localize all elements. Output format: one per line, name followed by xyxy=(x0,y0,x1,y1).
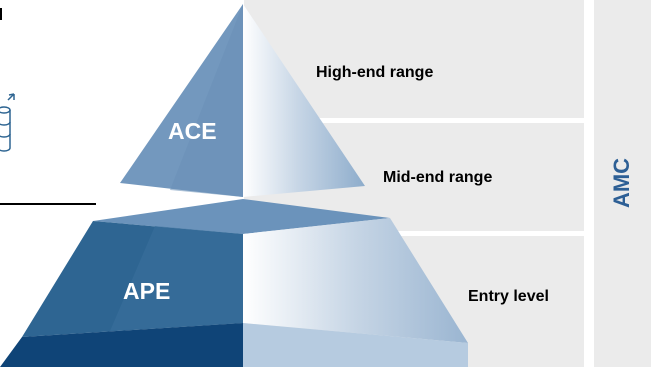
ace-left-face-shade xyxy=(170,4,243,197)
ape-left-face-shade xyxy=(110,226,243,331)
panel-amc xyxy=(594,0,651,367)
ape-bottom-left xyxy=(0,323,243,367)
ape-top-face xyxy=(93,199,390,234)
ape-label: APE xyxy=(123,278,171,304)
amc-label: AMC xyxy=(609,157,634,209)
edge-mark xyxy=(0,8,2,20)
ace-label: ACE xyxy=(168,118,217,144)
ape-right-face xyxy=(243,218,468,343)
high-end-range-label: High-end range xyxy=(316,64,434,81)
divider-line xyxy=(0,203,96,205)
ape-bottom-right xyxy=(243,323,468,367)
entry-level-label: Entry level xyxy=(468,288,549,305)
database-icon xyxy=(0,93,15,152)
mid-end-range-label: Mid-end range xyxy=(383,169,493,186)
ace-right-face xyxy=(243,4,365,197)
